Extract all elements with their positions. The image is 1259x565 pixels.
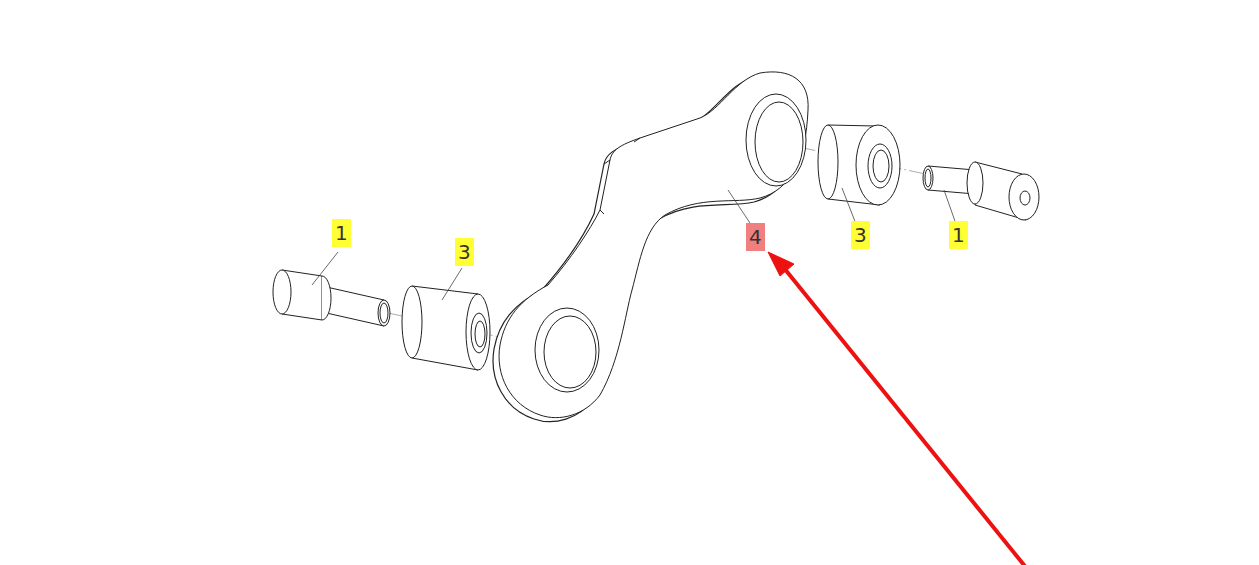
bearing: [818, 125, 900, 205]
pin: [923, 162, 1039, 220]
bearing: [402, 286, 490, 370]
callout-number: 1: [332, 219, 351, 247]
rocker-link: [493, 72, 808, 422]
callout-number: 3: [455, 238, 474, 266]
callout-number: 3: [851, 221, 870, 249]
callout-number: 4: [746, 223, 765, 251]
callout-number: 1: [949, 221, 968, 249]
pin: [273, 270, 390, 326]
pointer-arrow: [768, 252, 1028, 565]
leader-lines: [312, 188, 956, 300]
